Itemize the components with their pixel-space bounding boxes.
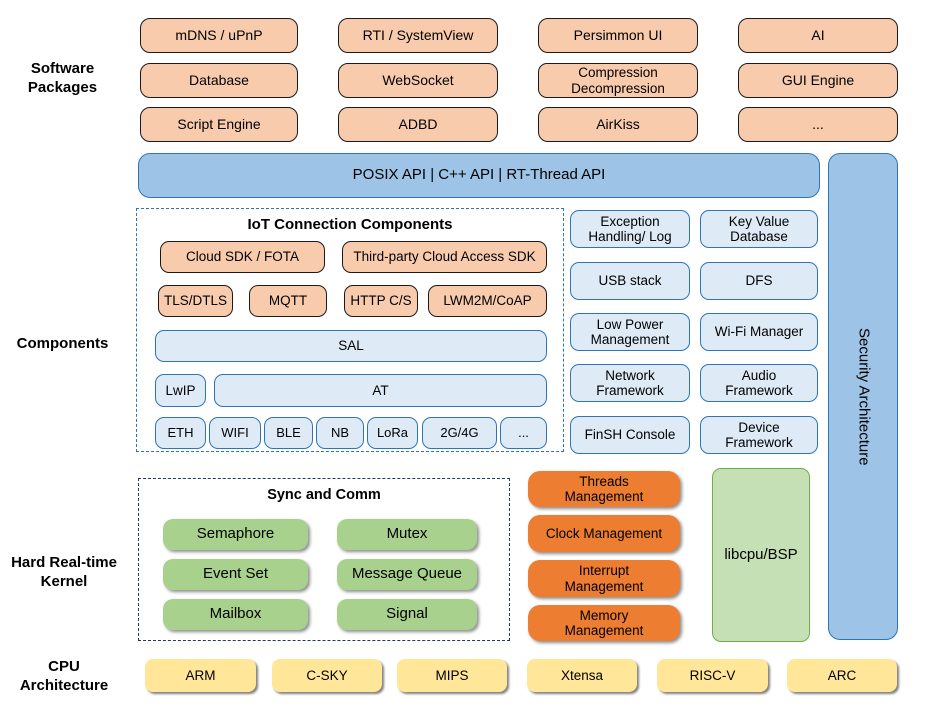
comp-usb-stack: USB stack [570, 262, 690, 300]
pkg-compression-decompression: Compression Decompression [538, 63, 698, 98]
comp-network-framework: Network Framework [570, 364, 690, 402]
mgmt-clock: Clock Management [528, 515, 680, 552]
layer-label-components: Components [16, 335, 109, 353]
sync-and-comm-title: Sync and Comm [267, 487, 381, 503]
comp-wifi-manager: Wi-Fi Manager [700, 313, 818, 351]
pkg-database: Database [140, 63, 298, 98]
iot-http-cs: HTTP C/S [344, 285, 418, 317]
link-ble: BLE [264, 417, 313, 449]
cpu-arm: ARM [145, 659, 256, 692]
comp-exception-handling-log: Exception Handling/ Log [570, 210, 690, 248]
cpu-xtensa: Xtensa [527, 659, 637, 692]
kernel-message-queue: Message Queue [337, 559, 477, 590]
comp-key-value-database: Key Value Database [700, 210, 818, 248]
iot-lwm2m-coap: LWM2M/CoAP [428, 285, 547, 317]
iot-cloud-sdk-fota: Cloud SDK / FOTA [160, 241, 325, 273]
cpu-arc: ARC [787, 659, 897, 692]
iot-sal: SAL [155, 330, 547, 362]
link-nb: NB [316, 417, 364, 449]
kernel-event-set: Event Set [163, 559, 308, 590]
layer-label-software-packages: Software Packages [27, 59, 98, 97]
pkg-websocket: WebSocket [338, 63, 498, 98]
iot-third-party-cloud-access-sdk: Third-party Cloud Access SDK [342, 241, 547, 273]
cpu-risc-v: RISC-V [657, 659, 768, 692]
comp-audio-framework: Audio Framework [700, 364, 818, 402]
comp-finsh-console: FinSH Console [570, 416, 690, 454]
mgmt-interrupt: Interrupt Management [528, 560, 680, 597]
sync-and-comm-group [138, 478, 510, 641]
comp-dfs: DFS [700, 262, 818, 300]
link-2g4g: 2G/4G [422, 417, 497, 449]
pkg-gui-engine: GUI Engine [738, 63, 898, 98]
link-wifi: WIFI [209, 417, 261, 449]
iot-lwip: LwIP [155, 374, 206, 407]
pkg-ai: AI [738, 18, 898, 53]
pkg-airkiss: AirKiss [538, 107, 698, 142]
kernel-mutex: Mutex [337, 519, 477, 550]
pkg-more: ... [738, 107, 898, 142]
kernel-signal: Signal [337, 599, 477, 630]
pkg-persimmon-ui: Persimmon UI [538, 18, 698, 53]
iot-at: AT [214, 374, 547, 407]
link-eth: ETH [155, 417, 206, 449]
mgmt-threads: Threads Management [528, 471, 680, 507]
iot-connection-components-group [136, 208, 564, 452]
security-architecture-bar: Security Architecture [828, 153, 898, 640]
link-lora: LoRa [367, 417, 418, 449]
comp-low-power-management: Low Power Management [570, 313, 690, 351]
posix-api-bar: POSIX API | C++ API | RT-Thread API [138, 153, 820, 198]
pkg-adbd: ADBD [338, 107, 498, 142]
cpu-mips: MIPS [397, 659, 507, 692]
layer-label-cpu-architecture: CPU Architecture [19, 657, 109, 695]
iot-mqtt: MQTT [249, 285, 327, 317]
pkg-rti-systemview: RTI / SystemView [338, 18, 498, 53]
kernel-semaphore: Semaphore [163, 519, 308, 550]
iot-group-title: IoT Connection Components [247, 216, 453, 233]
mgmt-memory: Memory Management [528, 605, 680, 641]
kernel-mailbox: Mailbox [163, 599, 308, 630]
layer-label-hard-real-time-kernel: Hard Real-time Kernel [11, 553, 117, 591]
libcpu-bsp-box: libcpu/BSP [712, 468, 810, 642]
pkg-mdns-upnp: mDNS / uPnP [140, 18, 298, 53]
link-more: ... [500, 417, 547, 449]
iot-tls-dtls: TLS/DTLS [158, 285, 233, 317]
pkg-script-engine: Script Engine [140, 107, 298, 142]
cpu-c-sky: C-SKY [272, 659, 382, 692]
comp-device-framework: Device Framework [700, 416, 818, 454]
